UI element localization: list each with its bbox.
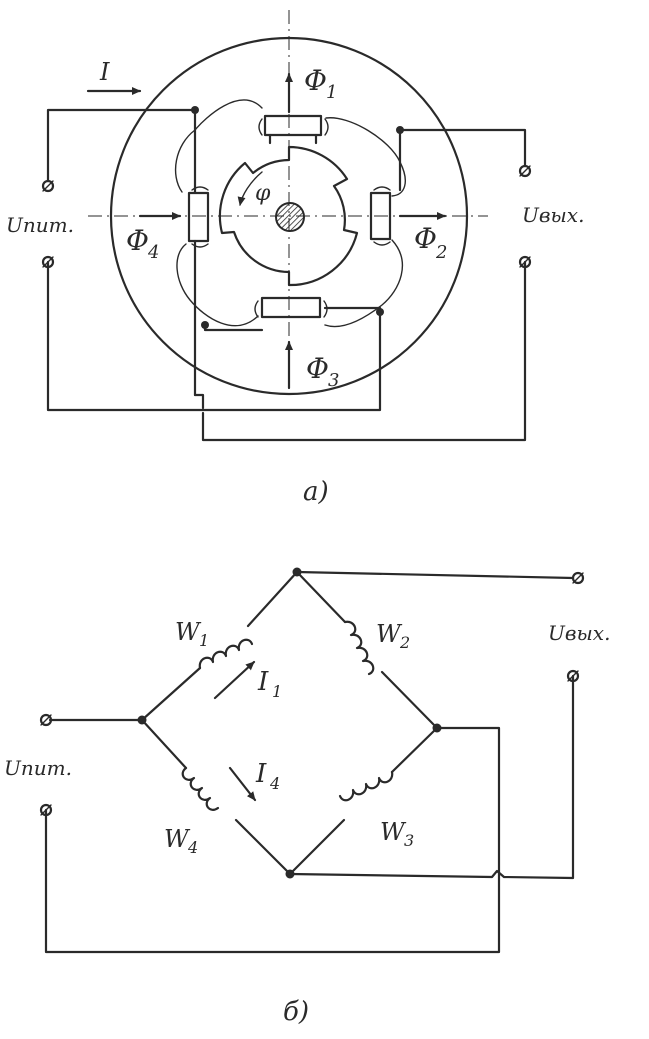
svg-text:Φ: Φ [126, 224, 149, 257]
svg-text:4: 4 [269, 774, 280, 793]
supply-voltage-label: Uпит. [4, 756, 72, 780]
junction-dot [191, 106, 199, 114]
supply-terminal-bottom [41, 255, 55, 269]
output-terminal-bottom [566, 669, 580, 683]
supply-voltage-label: Uпит. [6, 213, 74, 237]
winding-w2 [295, 570, 439, 730]
svg-text:I: I [255, 759, 267, 789]
supply-wire-bottom [46, 260, 382, 412]
output-wire-top [398, 128, 527, 192]
junction-dot [201, 321, 209, 329]
svg-text:1: 1 [272, 682, 282, 701]
output-terminal-top [518, 164, 532, 178]
diagram-a: I φ Φ 1 Φ 2 Φ 3 Φ 4 Uпит. Uвых. а) [6, 10, 584, 507]
svg-text:2: 2 [435, 242, 447, 263]
svg-text:1: 1 [199, 631, 209, 650]
output-wire-bottom [288, 674, 575, 880]
output-voltage-label: Uвых. [522, 203, 584, 227]
output-voltage-label: Uвых. [548, 621, 610, 645]
supply-terminal-top [41, 179, 55, 193]
current-label-i1: I 1 [257, 667, 282, 701]
coil-wire [324, 239, 404, 328]
pole-top [258, 114, 329, 145]
winding-w4 [140, 718, 292, 876]
pole-bottom [254, 296, 328, 319]
caption-b: б) [283, 997, 309, 1027]
node-top [292, 567, 302, 577]
winding-label-w4: W 4 [164, 825, 198, 857]
svg-text:Φ: Φ [414, 222, 437, 255]
svg-text:Φ: Φ [306, 352, 329, 385]
current-arrow-i4 [228, 766, 257, 802]
current-arrow-i1 [213, 660, 256, 700]
rotation-arrow [237, 171, 263, 206]
flux-label-4: Φ 4 [126, 224, 159, 263]
winding-label-w3: W 3 [380, 818, 414, 850]
svg-text:W: W [175, 618, 202, 646]
shaft [275, 202, 305, 232]
rotation-angle-label: φ [255, 181, 271, 206]
output-terminal-top [571, 571, 585, 585]
svg-text:2: 2 [399, 633, 410, 652]
rotor [218, 145, 359, 287]
svg-text:W: W [380, 818, 407, 846]
supply-wire-top [46, 108, 197, 194]
flux-label-2: Φ 2 [414, 222, 447, 263]
diagram-b: W 1 W 2 W 3 W 4 I 1 I 4 Uпит. Uвых. б) [4, 567, 610, 1027]
svg-text:I: I [257, 667, 269, 697]
flux-label-3: Φ 3 [306, 352, 339, 391]
supply-terminal-bottom [39, 803, 53, 817]
supply-terminal-top [39, 713, 53, 727]
svg-text:1: 1 [326, 82, 337, 103]
flux-label-1: Φ 1 [304, 64, 337, 103]
caption-a: а) [303, 477, 329, 507]
pole-left [187, 186, 210, 248]
current-label: I [99, 58, 110, 86]
svg-text:3: 3 [328, 370, 339, 391]
pole-right [369, 186, 392, 246]
svg-text:3: 3 [404, 831, 414, 850]
junction-dot [396, 126, 404, 134]
current-label-i4: I 4 [255, 759, 280, 793]
svg-text:4: 4 [187, 838, 198, 857]
winding-label-w1: W 1 [175, 618, 209, 650]
svg-text:4: 4 [147, 242, 159, 263]
node-right [432, 723, 442, 733]
svg-text:W: W [164, 825, 191, 853]
output-wire-mid [323, 306, 382, 314]
winding-w1 [140, 570, 299, 722]
coil-wire [174, 99, 263, 193]
node-left [137, 715, 147, 725]
output-wire-top [295, 570, 575, 580]
output-wire-bottom [201, 260, 527, 442]
coil-wire [176, 243, 259, 327]
svg-text:Φ: Φ [304, 64, 327, 97]
svg-text:W: W [376, 620, 403, 648]
node-bottom [285, 869, 295, 879]
output-terminal-bottom [518, 255, 532, 269]
supply-wire-return [44, 726, 501, 954]
junction-dot [376, 308, 384, 316]
winding-w3 [288, 726, 439, 876]
bridge-wire [193, 393, 205, 410]
winding-label-w2: W 2 [376, 620, 410, 652]
stator-ring [109, 36, 469, 396]
